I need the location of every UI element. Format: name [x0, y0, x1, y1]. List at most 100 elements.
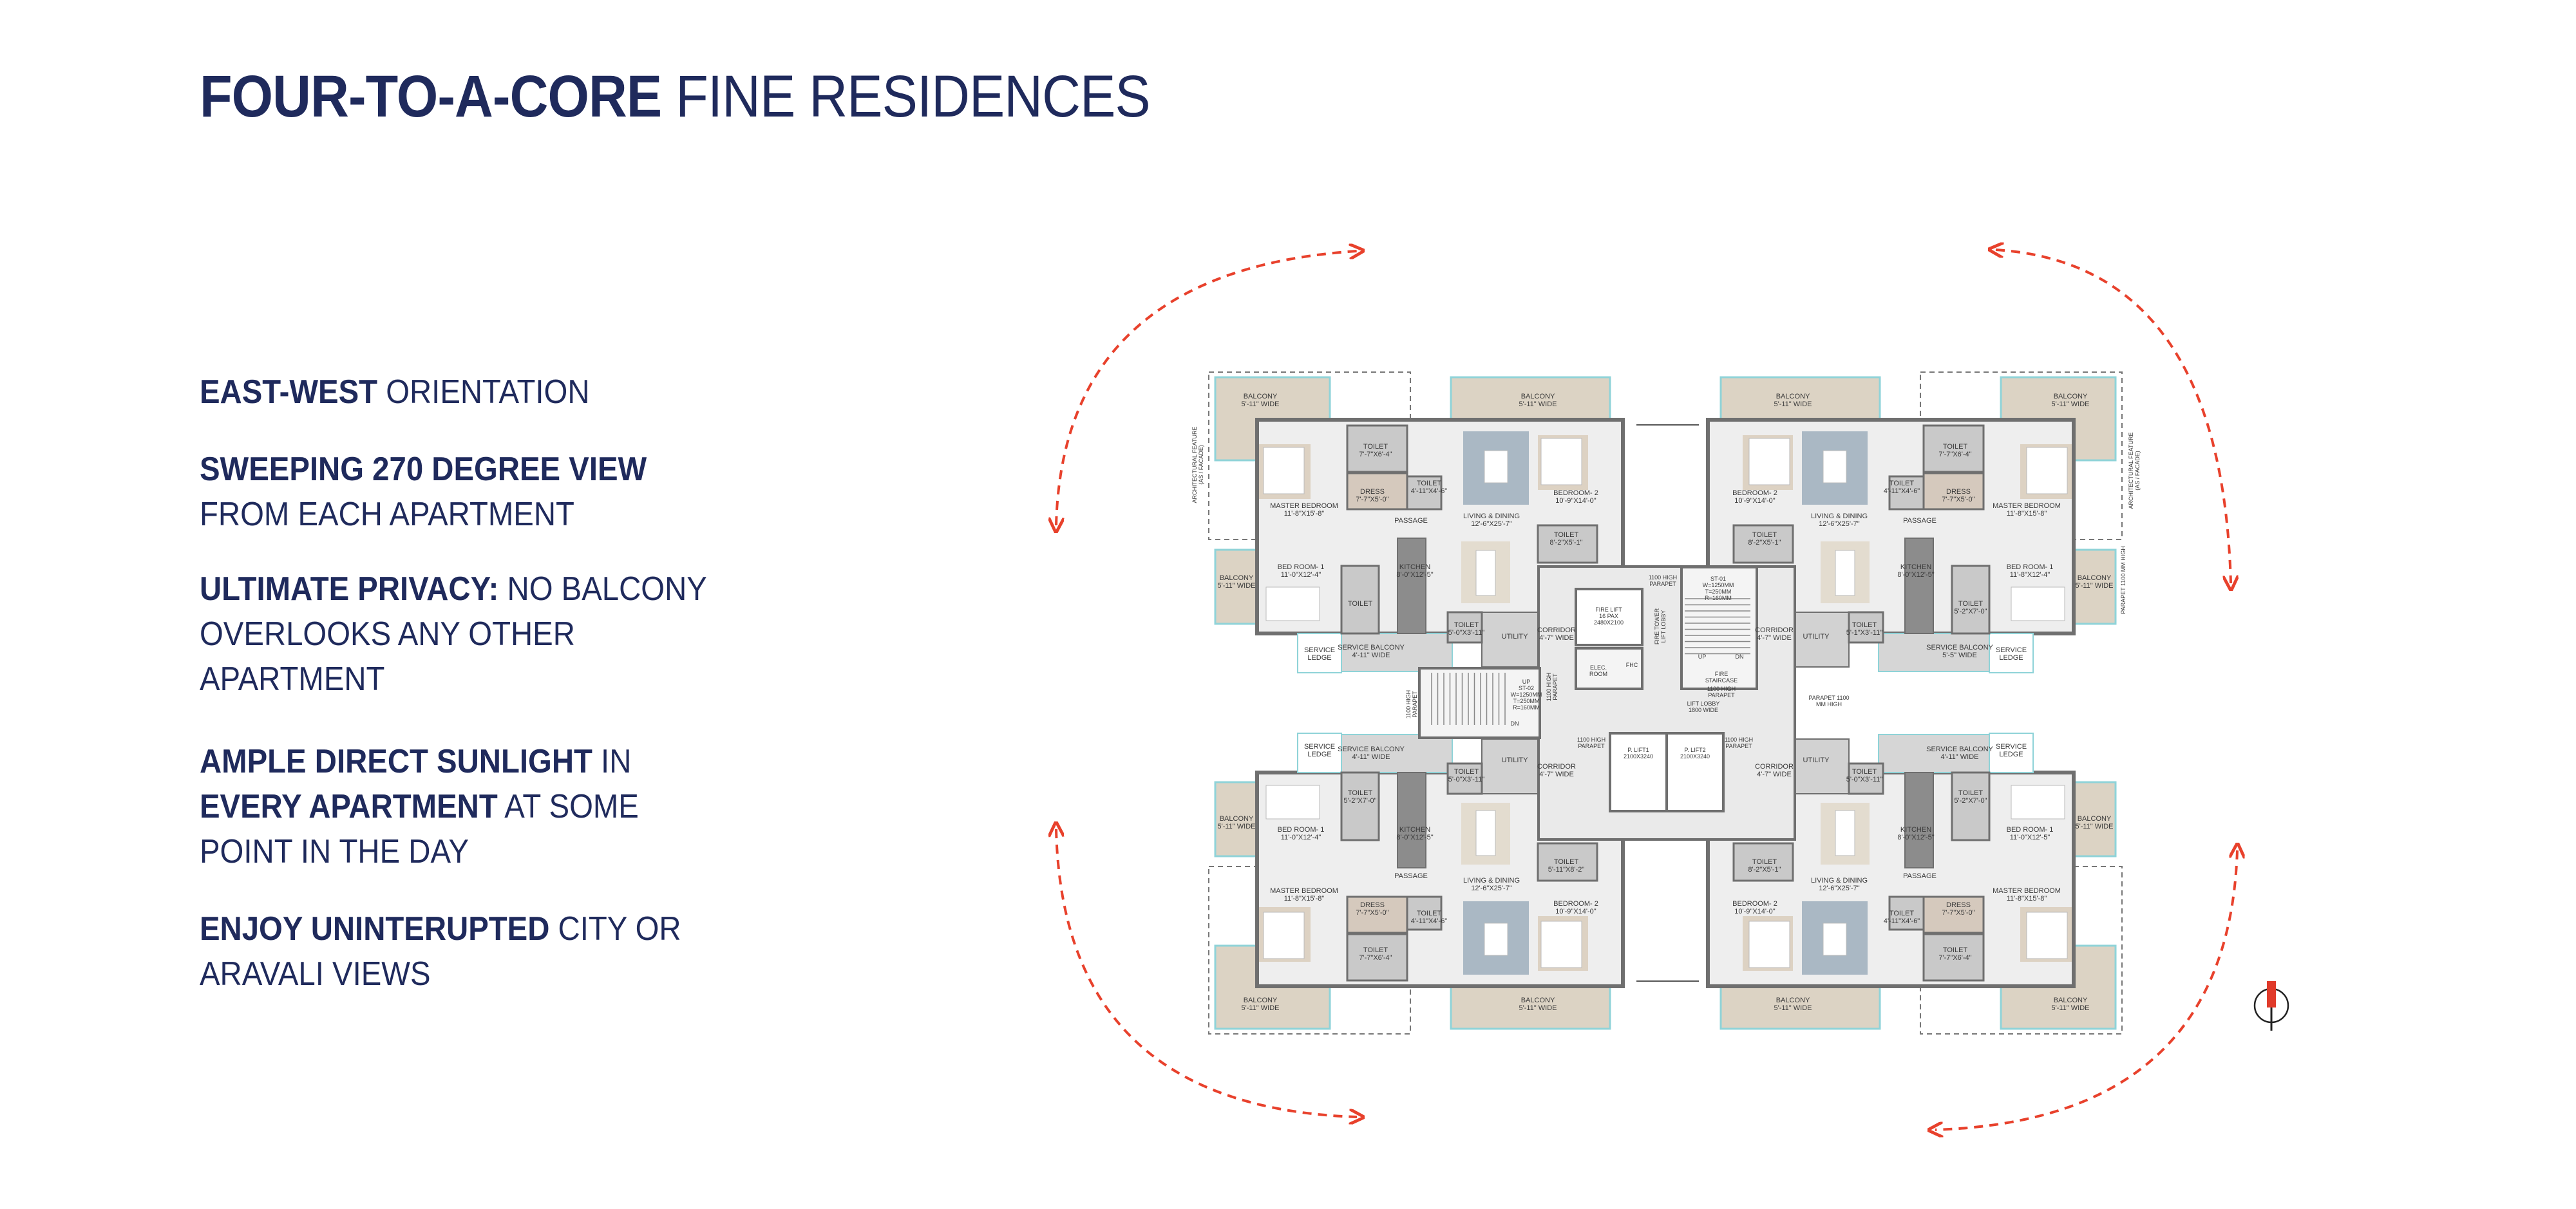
coffee-table — [1823, 450, 1847, 483]
feature-text: NO BALCONY — [498, 570, 707, 608]
toilet-block — [1406, 475, 1443, 511]
toilet-block — [1537, 524, 1598, 564]
feature-text: CITY OR — [549, 910, 681, 948]
feature-text: EAST-WEST — [200, 373, 378, 411]
core-label-st02-dn: DN — [1511, 720, 1519, 727]
feature-text: POINT IN THE DAY — [200, 833, 469, 870]
electrical-room — [1575, 647, 1643, 690]
core-label-dn: DN — [1736, 653, 1744, 660]
service-balcony — [1878, 734, 1990, 773]
feature-view: SWEEPING 270 DEGREE VIEW FROM EACH APART… — [200, 447, 647, 537]
feature-text: EVERY APARTMENT — [200, 788, 498, 825]
coffee-table — [1484, 450, 1508, 483]
bed — [1265, 586, 1320, 621]
toilet-block — [1446, 762, 1483, 795]
bed — [1265, 785, 1320, 820]
kitchen-counter — [1904, 772, 1934, 868]
view-arc-arrow-top-right — [1996, 250, 2231, 583]
core-label-arch-right: ARCHITECTURAL FEATURE(AS / FACADE) — [2128, 432, 2141, 509]
toilet-block — [1732, 524, 1794, 564]
utility-area — [1792, 612, 1850, 668]
north-compass-icon — [2253, 981, 2289, 1031]
fire-lift — [1575, 588, 1643, 646]
toilet-block — [1446, 611, 1483, 644]
bed — [1540, 438, 1582, 485]
balcony — [1450, 376, 1611, 421]
balcony — [1214, 548, 1258, 625]
core-label-fhc: FHC — [1626, 662, 1638, 668]
coffee-table — [1823, 923, 1847, 956]
core-label-arch-left: ARCHITECTURAL FEATURE(AS / FACADE) — [1191, 426, 1204, 503]
dining-table — [1835, 550, 1855, 596]
toilet-block — [1406, 895, 1443, 931]
bed — [2026, 447, 2068, 494]
room-label-passage: PASSAGE — [1394, 517, 1428, 525]
feature-text: SWEEPING 270 DEGREE VIEW — [200, 451, 647, 488]
toilet-block — [1848, 611, 1884, 644]
feature-text: FROM EACH APARTMENT — [200, 496, 574, 533]
view-arc-arrow-bottom-right — [1935, 850, 2237, 1130]
core-label-parapet-east: PARAPET 1100 MM HIGH — [2120, 546, 2126, 614]
feature-views: ENJOY UNINTERUPTED CITY OR ARAVALI VIEWS — [200, 906, 681, 997]
staircase-st01 — [1680, 566, 1758, 690]
toilet-block — [1537, 842, 1598, 882]
kitchen-counter — [1397, 772, 1426, 868]
feature-orientation: EAST-WEST ORIENTATION — [200, 370, 590, 415]
building-core — [1418, 424, 1796, 982]
service-ledge — [1297, 633, 1342, 673]
feature-text: AT SOME — [497, 788, 639, 825]
toilet-block — [1888, 895, 1925, 931]
toilet-block — [1922, 424, 1985, 473]
bed — [2011, 785, 2065, 820]
toilet-block — [1951, 771, 1991, 841]
passenger-lift-1 — [1609, 732, 1668, 812]
room-label-passage: PASSAGE — [1903, 872, 1937, 880]
bed — [1263, 912, 1305, 959]
toilet-block — [1951, 565, 1991, 635]
core-label-parapet-left: 1100 HIGHPARAPET — [1405, 690, 1418, 718]
service-balcony — [1878, 633, 1990, 672]
room-label-utility: UTILITY — [1803, 633, 1830, 641]
utility-area — [1481, 738, 1539, 794]
feature-text: APARTMENT — [200, 661, 385, 698]
kitchen-counter — [1397, 538, 1426, 634]
